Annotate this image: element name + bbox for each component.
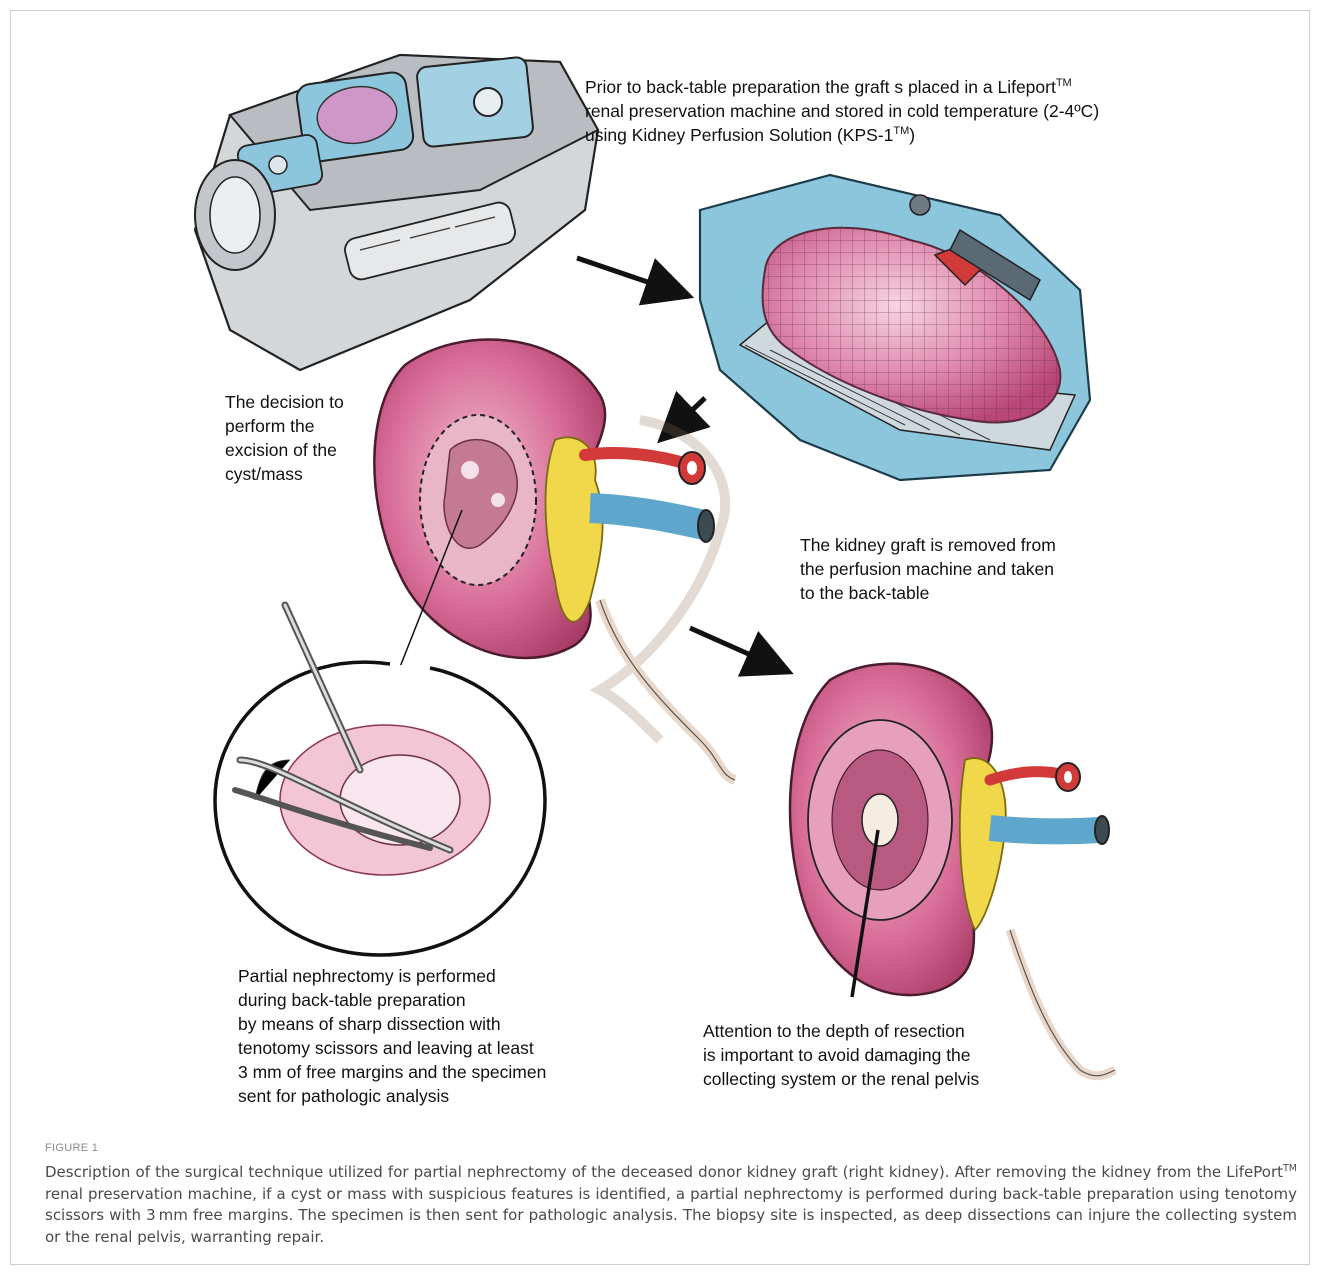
attention-note: Attention to the depth of resection is i… bbox=[703, 1019, 979, 1091]
partial-nephrectomy-note: Partial nephrectomy is performed during … bbox=[238, 964, 546, 1108]
magnified-view bbox=[215, 605, 545, 955]
kidney-after-resection bbox=[790, 664, 1115, 1076]
arrow-3 bbox=[690, 628, 780, 668]
arrow-1 bbox=[577, 258, 680, 293]
figure-label: FIGURE 1 bbox=[45, 1142, 98, 1154]
decision-note: The decision to perform the excision of … bbox=[225, 390, 344, 486]
lifeport-machine bbox=[195, 55, 598, 370]
lifeport-note: Prior to back-table preparation the graf… bbox=[585, 75, 1099, 147]
removal-note: The kidney graft is removed from the per… bbox=[800, 533, 1056, 605]
surgical-illustration bbox=[0, 0, 1322, 1130]
figure-caption: Description of the surgical technique ut… bbox=[45, 1162, 1297, 1248]
perfusion-cassette bbox=[700, 175, 1090, 480]
